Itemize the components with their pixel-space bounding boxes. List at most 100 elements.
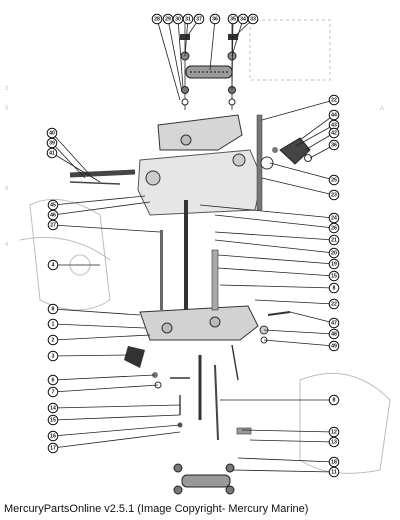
leader-line xyxy=(52,334,151,341)
callout-number: 28 xyxy=(154,16,160,22)
callout-number: 8 xyxy=(333,285,336,291)
callout-number: 45 xyxy=(50,202,56,208)
part-callout-28: 28 xyxy=(151,13,163,25)
callout-number: 27 xyxy=(50,222,56,228)
part-callout-11: 11 xyxy=(328,466,340,478)
screw-part xyxy=(180,34,190,40)
tilt-tube-part xyxy=(185,65,233,79)
callout-number: 36 xyxy=(212,16,218,22)
leader-line xyxy=(52,424,181,437)
leader-lines xyxy=(51,18,335,473)
leader-line xyxy=(254,299,335,305)
tilt-tube-top-assembly xyxy=(180,22,238,110)
part-callout-44: 44 xyxy=(328,109,340,121)
callout-number: 39 xyxy=(49,140,55,146)
leader-line xyxy=(199,204,335,219)
leader-line xyxy=(217,267,335,277)
leader-line xyxy=(214,231,335,241)
ghost-mark: 4 xyxy=(5,242,9,248)
callout-number: 16 xyxy=(50,433,56,439)
part-callout-31: 31 xyxy=(182,13,194,25)
part-callout-3: 3 xyxy=(47,350,59,362)
leader-line xyxy=(231,469,335,473)
part-callout-6: 6 xyxy=(47,374,59,386)
leader-line xyxy=(52,308,141,316)
part-callout-39: 39 xyxy=(46,137,58,149)
part-callout-12: 12 xyxy=(328,426,340,438)
callout-number: 15 xyxy=(331,273,337,279)
leader-line xyxy=(263,329,335,335)
leader-line xyxy=(52,195,146,206)
leader-line xyxy=(51,152,101,183)
callout-number: 26 xyxy=(331,225,337,231)
swivel-bracket-casting xyxy=(137,114,263,216)
leader-line xyxy=(241,429,335,433)
leader-line xyxy=(214,239,335,254)
part-callout-45: 45 xyxy=(47,199,59,211)
tilt-tube-bottom-assembly xyxy=(173,463,235,495)
leader-line xyxy=(52,404,181,409)
callout-number: 8 xyxy=(52,306,55,312)
leader-line xyxy=(177,18,184,89)
callout-number: 14 xyxy=(50,405,56,411)
part-callout-40: 40 xyxy=(46,127,58,139)
leader-line xyxy=(304,132,335,151)
ghost-mark: 5 xyxy=(5,106,9,112)
callout-number: 47 xyxy=(331,320,337,326)
part-callout-8: 8 xyxy=(47,303,59,315)
leader-line xyxy=(261,99,335,121)
leader-line xyxy=(52,354,129,357)
leader-line xyxy=(52,374,156,381)
callout-number: 12 xyxy=(331,429,337,435)
part-callout-21: 21 xyxy=(328,234,340,246)
part-callout-27: 27 xyxy=(47,219,59,231)
ghost-mark: A xyxy=(380,106,384,112)
part-callout-15: 15 xyxy=(47,414,59,426)
ghost-mark: 8 xyxy=(5,186,9,192)
part-callout-16: 16 xyxy=(47,430,59,442)
part-callout-19: 19 xyxy=(328,258,340,270)
callout-number: 11 xyxy=(331,469,337,475)
leader-line xyxy=(231,18,244,57)
part-callout-18: 18 xyxy=(328,456,340,468)
callout-number: 40 xyxy=(49,130,55,136)
part-callout-36: 36 xyxy=(209,13,221,25)
callout-number: 4 xyxy=(52,262,55,268)
part-callout-49: 49 xyxy=(328,340,340,352)
leader-line xyxy=(52,414,181,421)
leader-line xyxy=(156,18,181,101)
leader-line xyxy=(261,177,335,196)
exploded-parts-diagram: 2 5 8 4 A xyxy=(5,13,391,495)
part-callout-15: 15 xyxy=(328,270,340,282)
leader-line xyxy=(263,339,335,347)
leader-line xyxy=(214,214,335,229)
ghost-mark: 2 xyxy=(5,86,9,92)
part-callout-4: 4 xyxy=(47,259,59,271)
part-callout-23: 23 xyxy=(328,189,340,201)
callout-number: 33 xyxy=(250,16,256,22)
callout-number: 19 xyxy=(331,261,337,267)
callout-number: 37 xyxy=(196,16,202,22)
part-callout-8: 8 xyxy=(328,282,340,294)
leader-line xyxy=(269,162,335,181)
callout-number: 23 xyxy=(331,192,337,198)
leader-line xyxy=(209,18,216,71)
leader-line xyxy=(52,431,181,449)
part-callout-47: 47 xyxy=(328,317,340,329)
callout-number: 31 xyxy=(185,16,191,22)
part-callout-8: 8 xyxy=(328,394,340,406)
callout-number: 41 xyxy=(49,150,55,156)
part-callout-46: 46 xyxy=(47,209,59,221)
leader-line xyxy=(299,114,335,141)
callout-number: 46 xyxy=(50,212,56,218)
part-callout-1: 1 xyxy=(47,318,59,330)
part-callout-41: 41 xyxy=(46,147,58,159)
callout-number: 49 xyxy=(331,343,337,349)
part-callout-34: 34 xyxy=(237,13,249,25)
leader-line xyxy=(52,384,159,393)
part-callout-13: 13 xyxy=(328,436,340,448)
part-callout-37: 37 xyxy=(193,13,205,25)
part-callout-17: 17 xyxy=(47,442,59,454)
leader-line xyxy=(52,224,161,233)
